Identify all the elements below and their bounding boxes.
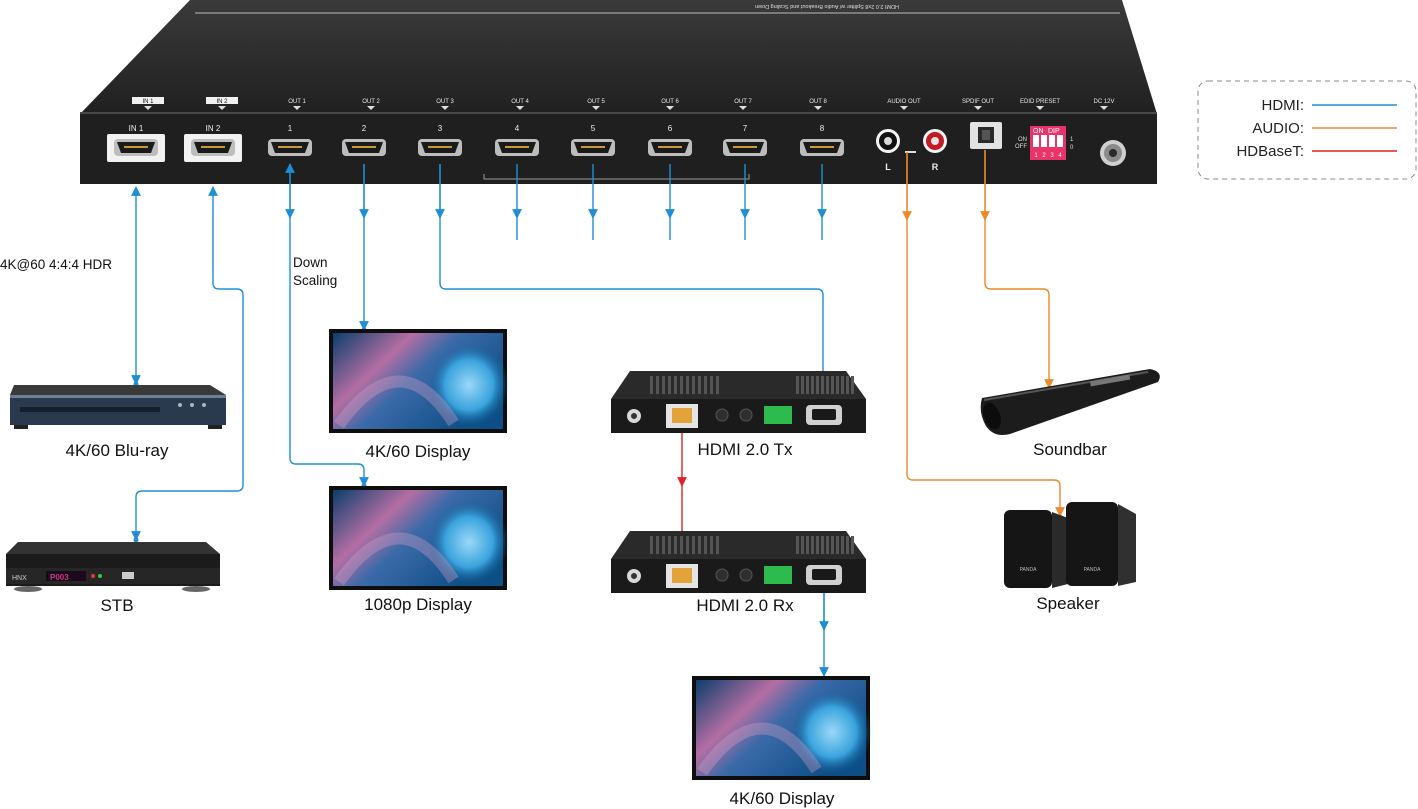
port-number-5: 3 (438, 124, 443, 133)
hdmi-output-port-10 (800, 139, 844, 156)
bluray-player (10, 385, 226, 429)
port-label-10: OUT 8 (809, 99, 827, 105)
dip-state-1: 1 (1070, 137, 1074, 143)
connections (131, 150, 1065, 677)
dip-on-side: ON (1018, 137, 1027, 143)
tx-label: HDMI 2.0 Tx (697, 440, 793, 459)
port-label-8: OUT 6 (661, 99, 679, 105)
display-1080-label: 1080p Display (364, 595, 472, 614)
port-number-2: IN 2 (206, 124, 221, 133)
audio-line-soundbar (984, 150, 1054, 389)
speakers: PANDA PANDA (1004, 502, 1136, 588)
port-number-8: 6 (668, 124, 673, 133)
hdmi-output-port-7 (571, 139, 615, 156)
port-number-7: 5 (591, 124, 596, 133)
bluray-label: 4K/60 Blu-ray (66, 441, 169, 460)
audio-line-speaker (906, 152, 1065, 517)
hdmi-output-port-9 (723, 139, 767, 156)
dip-number-2: 2 (1042, 153, 1046, 159)
display-4k-rx (692, 676, 872, 780)
stb-box: HNX P003 (6, 542, 220, 592)
dip-on-label: ON (1033, 128, 1044, 135)
dip-off-side: OFF (1015, 144, 1027, 150)
legend: HDMI: AUDIO: HDBaseT: (1197, 80, 1417, 180)
hdmi-line-out3 (439, 164, 828, 413)
port-number-4: 2 (362, 124, 367, 133)
hdmi-output-port-8 (648, 139, 692, 156)
port-number-1: IN 1 (129, 124, 144, 133)
output-bracket (483, 174, 750, 180)
splitter-header-text: HDMI 2.0 2x8 Splitter w/ Audio Breakout … (755, 3, 899, 9)
hdmi-input-port-1 (107, 134, 165, 162)
dip-number-3: 3 (1050, 153, 1054, 159)
hdmi-output-port-6 (495, 139, 539, 156)
hdmi-tx-extender (611, 371, 866, 433)
port-label-13: EDID PRESET (1020, 99, 1060, 105)
dip-state-0: 0 (1070, 145, 1074, 151)
hdmi-rx-extender (611, 531, 866, 593)
port-label-11: AUDIO OUT (887, 99, 921, 105)
audio-r-label: R (932, 162, 939, 172)
legend-audio-label: AUDIO: (1252, 120, 1304, 137)
port-label-9: OUT 7 (734, 99, 752, 105)
speaker-brand-left: PANDA (1020, 567, 1038, 573)
hdmi-output-port-5 (418, 139, 462, 156)
display-4k-label: 4K/60 Display (366, 442, 471, 461)
soundbar-label: Soundbar (1033, 440, 1107, 459)
dip-number-1: 1 (1034, 153, 1038, 159)
speaker-label: Speaker (1036, 594, 1100, 613)
soundbar (980, 369, 1160, 435)
display-4k (329, 329, 509, 433)
port-number-9: 7 (743, 124, 748, 133)
port-label-5: OUT 3 (436, 99, 454, 105)
port-label-4: OUT 2 (362, 99, 380, 105)
dip-label: DIP (1048, 128, 1060, 135)
hdmi-output-port-3 (268, 139, 312, 156)
hdmi-splitter: HDMI 2.0 2x8 Splitter w/ Audio Breakout … (80, 0, 1157, 184)
stb-brand-mark: HNX (12, 575, 27, 582)
audio-l-label: L (885, 162, 891, 172)
rx-label: HDMI 2.0 Rx (696, 596, 794, 615)
port-label-7: OUT 5 (587, 99, 605, 105)
port-number-10: 8 (820, 124, 825, 133)
port-label-6: OUT 4 (511, 99, 529, 105)
port-label-3: OUT 1 (288, 99, 306, 105)
edid-dip-switch: ON DIP 1 2 3 4 ON OFF 1 0 (1015, 126, 1074, 160)
hdmi-line-out1 (285, 163, 369, 487)
legend-hdmi-label: HDMI: (1262, 97, 1305, 114)
speaker-brand-right: PANDA (1084, 567, 1102, 573)
port-number-3: 1 (288, 124, 293, 133)
port-label-1: IN 1 (142, 99, 154, 105)
spdif-port (970, 122, 1002, 149)
port-label-14: DC 12V (1093, 99, 1114, 105)
port-number-6: 4 (515, 124, 520, 133)
display-1080p (329, 486, 509, 590)
hdr-annotation: 4K@60 4:4:4 HDR (0, 257, 112, 272)
audio-out-jacks: L R (876, 129, 947, 172)
dip-number-4: 4 (1058, 153, 1062, 159)
hdmi-line-in2 (131, 186, 244, 541)
stb-label: STB (100, 596, 133, 615)
hdmi-output-port-4 (342, 139, 386, 156)
legend-hdbaset-label: HDBaseT: (1236, 143, 1304, 160)
port-label-12: SPDIF OUT (962, 99, 994, 105)
display-4k-rx-label: 4K/60 Display (730, 789, 835, 808)
down-scaling-annotation-2: Scaling (293, 273, 337, 288)
down-scaling-annotation-1: Down (293, 255, 328, 270)
hdmi-input-port-2 (184, 134, 242, 162)
port-label-2: IN 2 (216, 99, 228, 105)
dc-power-jack (1100, 140, 1126, 166)
stb-code-display: P003 (50, 573, 69, 582)
